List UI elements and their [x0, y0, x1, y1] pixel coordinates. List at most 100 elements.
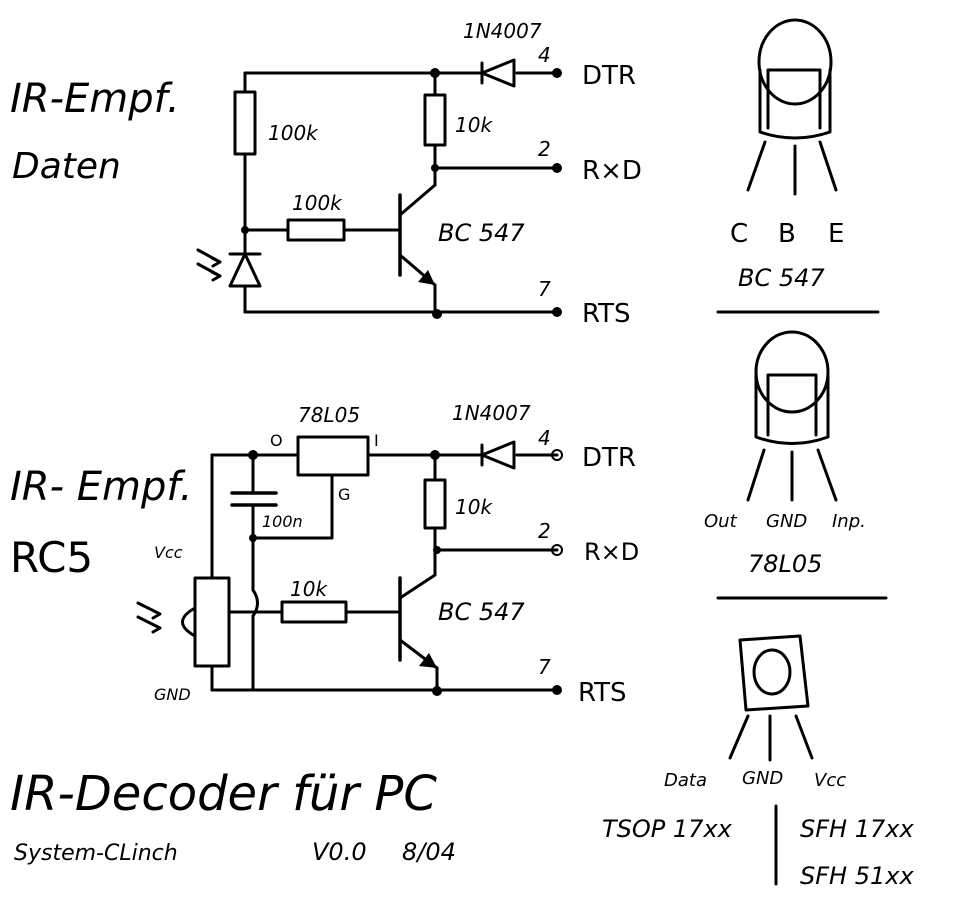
pinout-bc547: C B E BC 547 [716, 18, 880, 314]
diode-label: 1N4007 [452, 401, 531, 425]
package-top [757, 18, 833, 106]
gnd-label: GND [154, 685, 191, 704]
diode-body [480, 440, 516, 470]
circuit2-title-line2: RC5 [10, 533, 93, 582]
regulator-ground-wire [251, 473, 334, 540]
footer-subtitle: System-CLinch [14, 841, 178, 866]
package-top [754, 330, 830, 414]
pin-vcc [794, 714, 814, 760]
pin-dtr-number: 4 [538, 43, 551, 67]
pin-inp-label: Inp. [832, 511, 866, 532]
resistor-100k-base [286, 218, 346, 242]
regulator-label: 78L05 [298, 403, 360, 427]
pin-rts-number: 7 [538, 655, 551, 679]
package-flat-face [766, 68, 822, 130]
regulator-pin-o: O [270, 431, 283, 450]
rts-terminal [552, 685, 562, 695]
dtr-label: DTR [582, 443, 636, 473]
pin-c-label: C [730, 219, 748, 249]
light-arrow [136, 615, 162, 634]
pin-out-label: Out [704, 511, 738, 532]
transistor-emitter-arrow [418, 270, 435, 285]
package-body [754, 373, 830, 445]
junction-dot [432, 309, 442, 319]
regulator-pin-g: G [338, 485, 350, 504]
rts-label: RTS [578, 678, 627, 708]
resistor-100k-base-label: 100k [292, 191, 343, 215]
circuit1-title-line2: Daten [12, 146, 121, 187]
pin-c [746, 140, 767, 192]
diode-body [480, 58, 516, 88]
resistor-10k [423, 93, 447, 147]
ir-receiver-lens [181, 606, 197, 638]
footer-title: IR-Decoder für PC [10, 766, 437, 822]
sfh51-name: SFH 51xx [800, 862, 914, 890]
pin-inp [816, 448, 838, 502]
bc547-name: BC 547 [738, 264, 825, 292]
tsop-name: TSOP 17xx [602, 815, 733, 843]
diode-label: 1N4007 [463, 19, 542, 43]
rts-label: RTS [582, 299, 631, 329]
rxd-label: R×D [584, 538, 639, 566]
dtr-terminal [552, 68, 562, 78]
pinout-tsop: Data GND Vcc TSOP 17xx SFH 17xx SFH 51xx [602, 634, 914, 890]
crossover-hop [251, 588, 259, 618]
footer-version: V0.0 [312, 838, 367, 866]
pin-e-label: E [828, 219, 844, 249]
package-flat-face [766, 373, 818, 437]
resistor-100k-top [233, 90, 257, 156]
rxd-label: R×D [582, 156, 642, 186]
circuit1-title-line1: IR-Empf. [10, 76, 180, 122]
pinout-78l05: Out GND Inp. 78L05 [704, 330, 888, 600]
resistor-100k-top-label: 100k [268, 121, 319, 145]
light-arrow [196, 248, 222, 268]
resistor-10k-label: 10k [455, 113, 493, 137]
footer-date: 8/04 [402, 838, 456, 866]
dtr-label: DTR [582, 61, 636, 91]
pin-data-label: Data [664, 770, 707, 791]
tsop-body [738, 634, 810, 712]
circuit-ir-data: IR-Empf. Daten 1N4007 4 DTR 100k 100k [10, 19, 642, 329]
78l05-name: 78L05 [748, 550, 822, 578]
pin-rxd-number: 2 [538, 137, 551, 161]
transistor-emitter-arrow [419, 653, 437, 668]
pin-rxd-number: 2 [538, 519, 551, 543]
capacitor-label: 100n [262, 512, 303, 531]
tsop-lens [752, 648, 792, 696]
pin-vcc-label: Vcc [814, 770, 846, 791]
pin-data [728, 714, 750, 760]
pin-b-label: B [778, 219, 796, 249]
regulator-78l05 [296, 435, 370, 477]
sfh17-name: SFH 17xx [800, 815, 914, 843]
resistor-10k-base-label: 10k [290, 577, 328, 601]
pin-gnd-label: GND [742, 768, 783, 789]
transistor-collector [398, 183, 437, 217]
ir-receiver-module [193, 576, 231, 668]
resistor-10k-label: 10k [455, 495, 493, 519]
pin-e [818, 140, 838, 192]
light-arrow [196, 262, 222, 282]
transistor-label: BC 547 [438, 219, 525, 247]
pin-gnd-label: GND [766, 511, 807, 532]
rts-terminal [552, 307, 562, 317]
photodiode-body [228, 252, 262, 288]
footer: IR-Decoder für PC System-CLinch V0.0 8/0… [10, 766, 456, 866]
vcc-label: Vcc [154, 543, 183, 562]
rxd-terminal [551, 544, 563, 556]
transistor-label: BC 547 [438, 598, 525, 626]
package-body [758, 68, 832, 140]
junction-dot [432, 686, 442, 696]
pin-rts-number: 7 [538, 277, 551, 301]
resistor-10k [423, 478, 447, 530]
regulator-pin-i: I [374, 431, 379, 450]
rxd-terminal [552, 163, 562, 173]
pin-out [746, 448, 766, 502]
circuit2-title-line1: IR- Empf. [10, 464, 192, 510]
resistor-10k-base [280, 600, 348, 624]
transistor-collector [398, 573, 437, 600]
pin-dtr-number: 4 [538, 426, 551, 450]
light-arrow [136, 601, 162, 620]
dtr-terminal [551, 449, 563, 461]
